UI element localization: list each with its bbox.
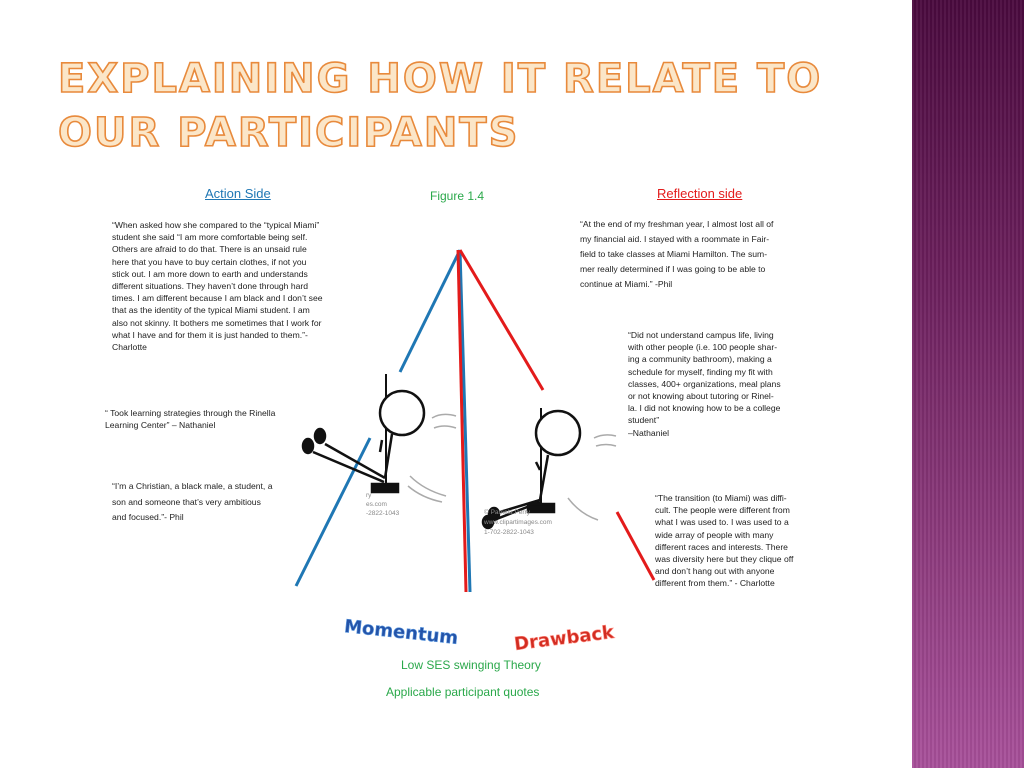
watermark-right-2: www.clipartimages.com xyxy=(483,519,552,526)
watermark-left-3: -2822-1043 xyxy=(366,510,400,517)
purple-sidebar-decoration xyxy=(912,0,1024,768)
swing-theory-diagram: ry es.com -2822-1043 © Pamela Perry www.… xyxy=(294,249,656,593)
reflection-side-heading: Reflection side xyxy=(657,186,743,201)
title-line-1: Explaining how it relate to xyxy=(57,55,823,103)
action-quote-nathaniel: “ Took learning strategies through the R… xyxy=(105,408,276,431)
slide-title: Explaining how it relate to our particip… xyxy=(57,52,823,160)
figure-label: Figure 1.4 xyxy=(430,189,485,203)
theory-caption: Low SES swinging Theory xyxy=(401,658,541,672)
quotes-caption: Applicable participant quotes xyxy=(386,685,540,699)
left-swinging-figure xyxy=(301,374,457,503)
action-quote-charlotte: “When asked how she compared to the “typ… xyxy=(112,220,323,353)
watermark-right-3: 1-702-2822-1043 xyxy=(484,529,534,536)
reflection-lower-rope xyxy=(615,511,656,581)
right-swinging-figure xyxy=(481,408,617,530)
title-line-2: our participants xyxy=(57,109,520,157)
watermark-left-1: ry xyxy=(366,492,372,499)
watermark-left-2: es.com xyxy=(366,501,387,508)
reflection-quote-phil: “At the end of my freshman year, I almos… xyxy=(580,219,774,289)
reflection-quote-charlotte: “The transition (to Miami) was diffi-cul… xyxy=(655,493,794,589)
action-quote-phil: “I’m a Christian, a black male, a studen… xyxy=(112,481,273,522)
watermark-right-1: © Pamela Perry xyxy=(484,508,531,516)
center-rope-red xyxy=(456,249,468,593)
action-upper-rope xyxy=(398,249,462,373)
reflection-upper-rope xyxy=(458,249,545,391)
action-side-heading: Action Side xyxy=(205,186,271,201)
center-rope-blue xyxy=(458,249,472,593)
